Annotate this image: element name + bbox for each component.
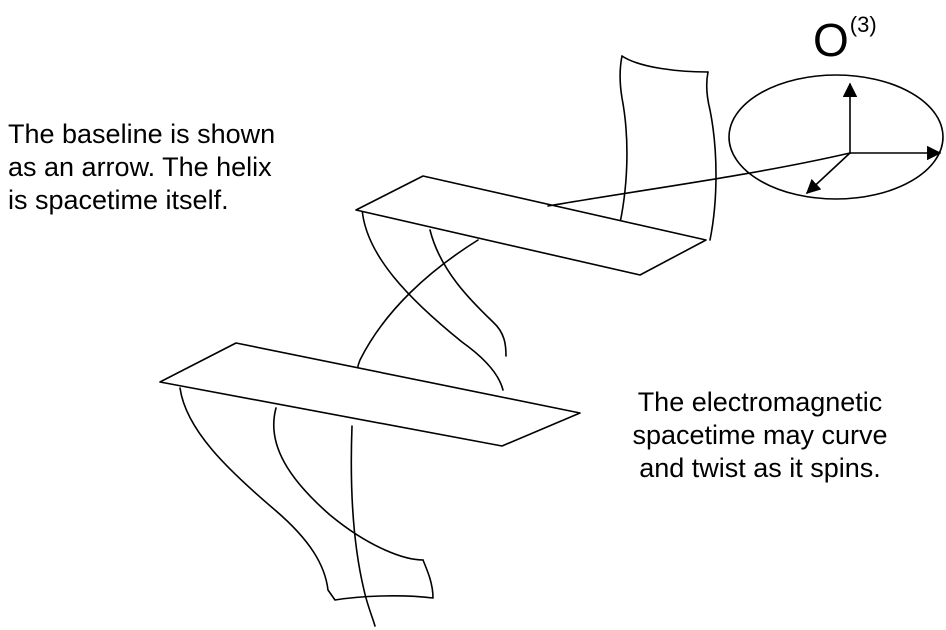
ribbon-bottom-strand-a	[179, 387, 434, 601]
caption-line: The baseline is shown	[8, 119, 276, 149]
ribbon-top-edge-left	[617, 55, 628, 233]
baseline-upper	[547, 152, 851, 207]
ribbon-middle-strand-b	[429, 229, 507, 357]
o3-axis-letter: O	[813, 14, 849, 66]
ribbon-band-lower	[159, 342, 581, 447]
caption-line: The electromagnetic	[637, 387, 883, 417]
caption-line: and twist as it spins.	[639, 453, 881, 483]
ribbon-top-cap	[621, 55, 709, 73]
axis-arrow-diagonal	[805, 152, 851, 194]
ribbon-band-upper	[355, 175, 707, 276]
caption-line: as an arrow. The helix	[8, 152, 272, 182]
caption-line: spacetime may curve	[632, 420, 888, 450]
ribbon-top-edge-right	[705, 71, 717, 241]
o3-axis-frame	[728, 74, 944, 200]
rotation-ellipse	[728, 74, 944, 200]
baseline-lower	[350, 425, 376, 627]
ribbon-middle-strand-c	[355, 239, 479, 385]
caption-spacetime-note: The electromagnetic spacetime may curve …	[575, 386, 945, 485]
ribbon-bottom-strand-b	[272, 407, 424, 561]
caption-line: is spacetime itself.	[8, 185, 229, 215]
helix-ribbon	[179, 55, 717, 627]
caption-baseline-note: The baseline is shown as an arrow. The h…	[8, 118, 275, 217]
o3-axis-label: O(3)	[813, 12, 877, 66]
o3-axis-superscript: (3)	[849, 12, 877, 37]
ribbon-middle-strand-a	[361, 207, 504, 391]
